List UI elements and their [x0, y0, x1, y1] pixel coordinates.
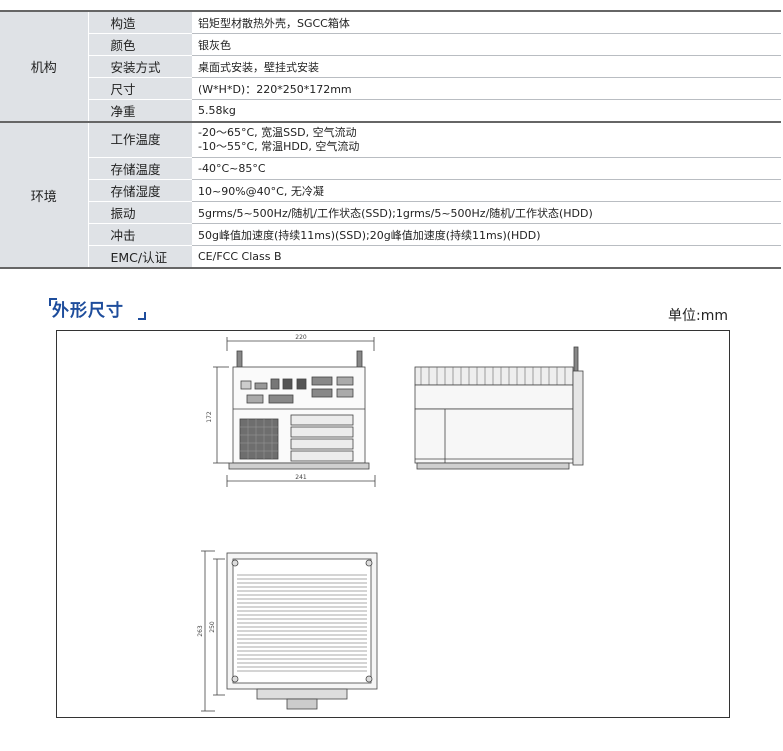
spec-value: 5grms/5~500Hz/随机/工作状态(SSD);1grms/5~500Hz…: [192, 201, 781, 224]
spec-value-line: -20～65°C, 宽温SSD, 空气流动: [198, 126, 357, 139]
spec-table: 机构 构造 铝矩型材散热外壳，SGCC箱体 颜色 银灰色 安装方式 桌面式安装，…: [0, 10, 781, 269]
spec-value: 50g峰值加速度(持续11ms)(SSD);20g峰值加速度(持续11ms)(H…: [192, 223, 781, 246]
spec-value: (W*H*D)：220*250*172mm: [192, 77, 781, 100]
spec-key: 颜色: [87, 33, 192, 56]
spec-value: -20～65°C, 宽温SSD, 空气流动 -10～55°C, 常温HDD, 空…: [192, 122, 781, 158]
group-label-environment: 环境: [0, 122, 88, 269]
dimension-drawing: 220 241 172: [197, 334, 584, 712]
unit-label: 单位:mm: [668, 308, 728, 324]
spec-value: CE/FCC Class B: [192, 245, 781, 269]
spec-value: 铝矩型材散热外壳，SGCC箱体: [192, 10, 781, 34]
dimension-front-height: 172: [206, 411, 213, 423]
section-title: 外形尺寸: [52, 301, 124, 321]
dimension-drawing-frame: 220 241 172: [56, 330, 730, 718]
group-label-mechanism: 机构: [0, 10, 88, 123]
dimension-top-depth-inner: 250: [209, 621, 216, 633]
spec-value: 银灰色: [192, 33, 781, 56]
spec-key: 工作温度: [87, 122, 192, 158]
spec-key: 尺寸: [87, 77, 192, 100]
spec-key: 冲击: [87, 223, 192, 246]
top-view: [201, 550, 378, 712]
spec-key: EMC/认证: [87, 245, 192, 269]
front-view: [213, 337, 376, 487]
side-view: [414, 346, 584, 470]
spec-value: -40°C~85°C: [192, 157, 781, 180]
spec-value: 10~90%@40°C, 无冷凝: [192, 179, 781, 202]
spec-key: 安装方式: [87, 55, 192, 78]
spec-value: 5.58kg: [192, 99, 781, 123]
spec-value-line: -10～55°C, 常温HDD, 空气流动: [198, 140, 360, 153]
spec-key: 存储温度: [87, 157, 192, 180]
spec-key: 构造: [87, 10, 192, 34]
dimension-top-depth-outer: 263: [197, 625, 204, 637]
dimension-front-width: 220: [295, 334, 307, 341]
spec-key: 净重: [87, 99, 192, 123]
spec-value: 桌面式安装，壁挂式安装: [192, 55, 781, 78]
spec-key: 振动: [87, 201, 192, 224]
spec-key: 存储湿度: [87, 179, 192, 202]
title-bracket-right-icon: [138, 312, 146, 320]
dimension-front-base: 241: [295, 474, 307, 481]
title-bracket-left-icon: [49, 298, 57, 306]
